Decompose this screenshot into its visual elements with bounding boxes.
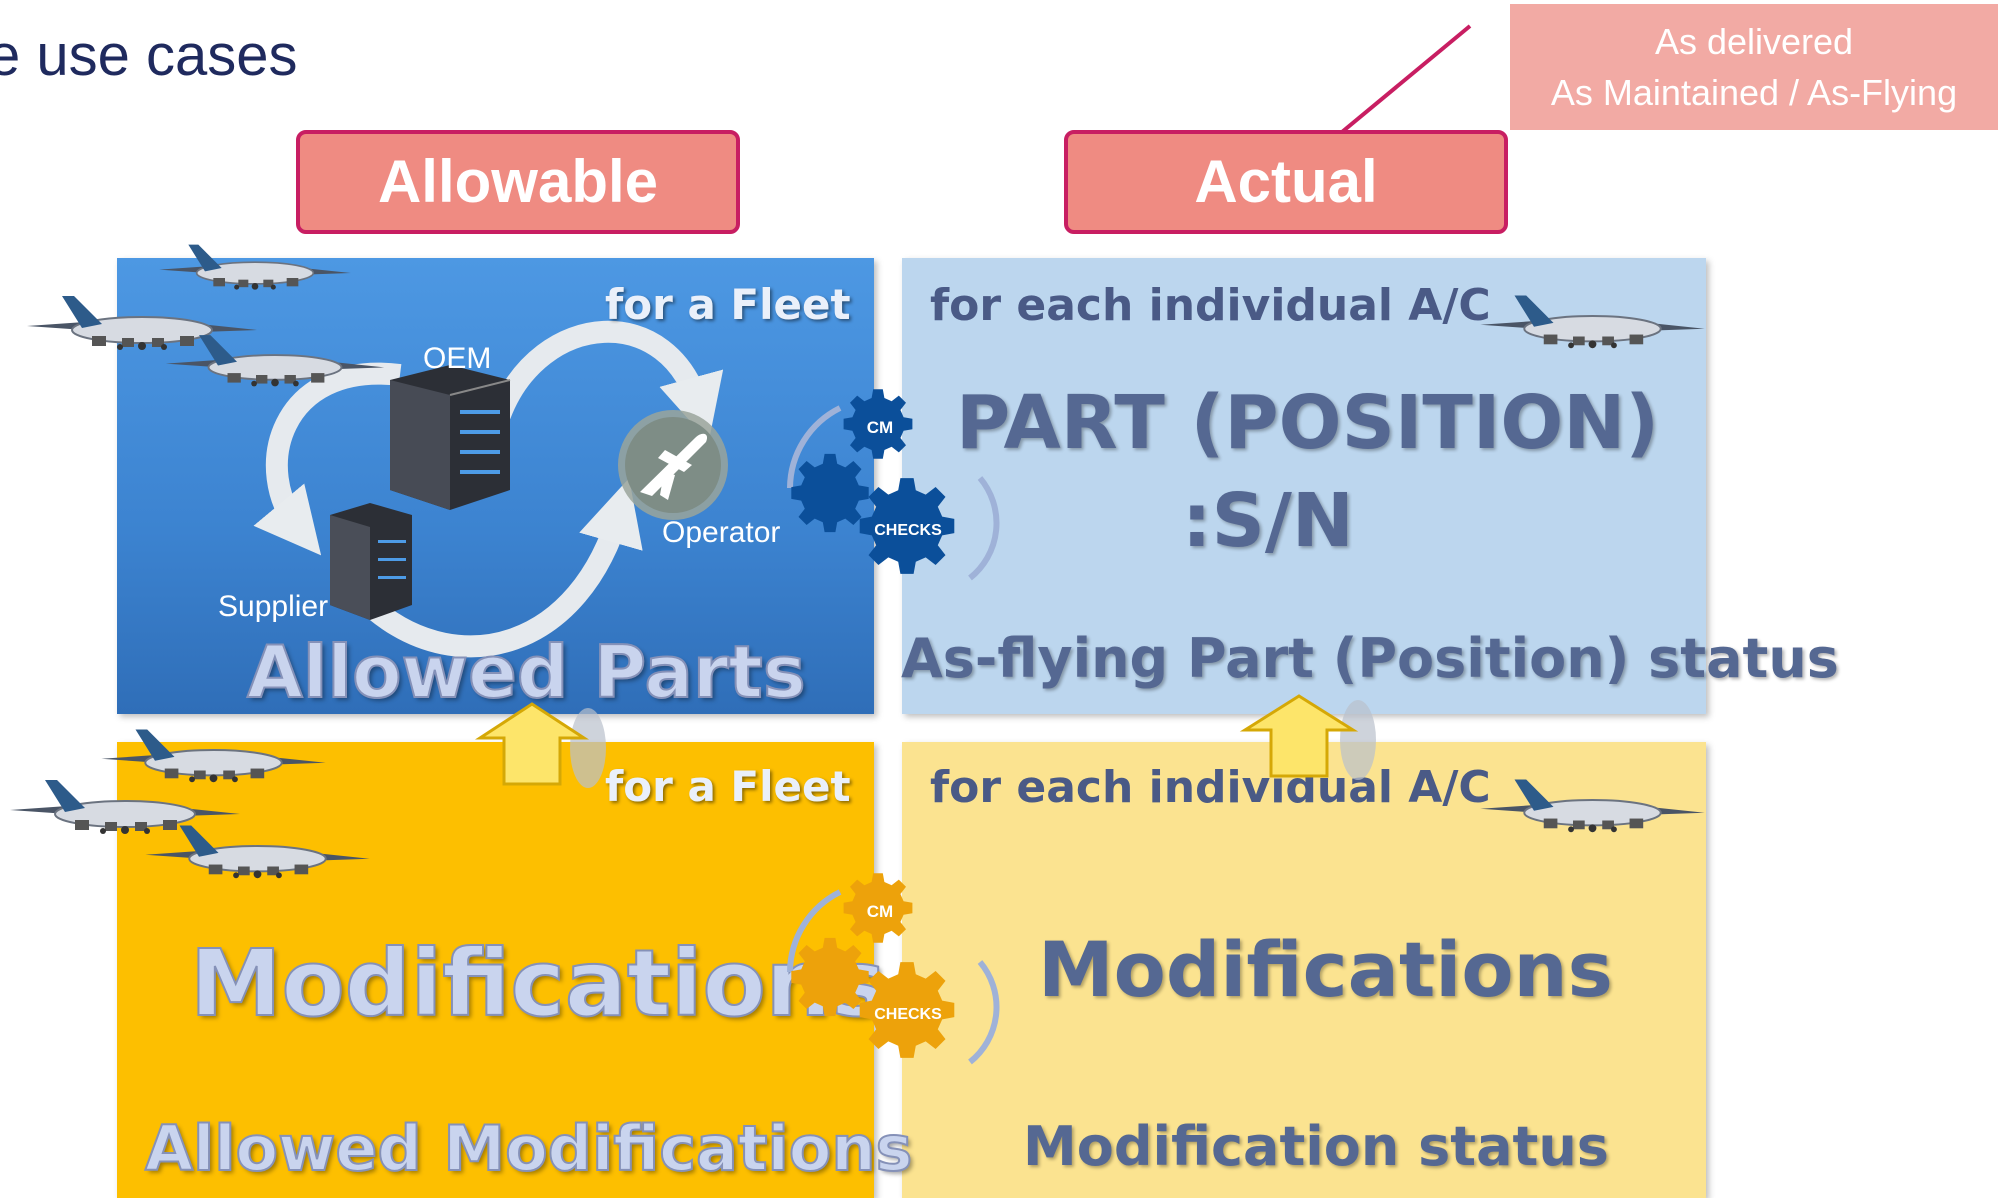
modifications-title: Modifications <box>189 929 887 1038</box>
modification-status-label: Modification status <box>1023 1115 1609 1178</box>
modifications-title: Modifications <box>1038 925 1613 1014</box>
fleet-label: for a Fleet <box>605 762 851 811</box>
airplane-icon <box>144 824 371 880</box>
checks-gear-label: CHECKS <box>874 1006 942 1023</box>
cycle-arrow-oem-supplier <box>253 362 402 556</box>
process-gears-orange: CM CHECKS <box>787 873 1000 1065</box>
part-position-title: PART (POSITION) <box>956 380 1660 466</box>
individual-aircraft-label: for each individual A/C <box>930 280 1491 331</box>
allowed-parts-title: Allowed Parts <box>246 629 807 715</box>
process-gears-blue: CM CHECKS <box>787 389 1000 581</box>
oem-label: OEM <box>423 342 492 375</box>
supplier-label: Supplier <box>218 590 329 623</box>
gear-icon <box>791 937 869 1017</box>
operator-label: Operator <box>662 516 781 549</box>
note-box: As delivered As Maintained / As-Flying <box>1510 4 1998 130</box>
actual-header: Actual <box>1064 130 1508 234</box>
allowed-modifications-panel <box>117 742 874 1198</box>
airplane-icon <box>618 410 728 520</box>
checks-gear-label: CHECKS <box>874 522 942 539</box>
airplane-icon <box>164 334 386 388</box>
cm-gear-label: CM <box>867 902 893 921</box>
individual-aircraft-label: for each individual A/C <box>930 762 1491 813</box>
supply-cycle-diagram <box>253 320 728 658</box>
up-arrow-icon <box>1239 694 1376 780</box>
as-flying-status-label: As-flying Part (Position) status <box>901 627 1839 690</box>
fleet-label: for a Fleet <box>605 280 851 329</box>
allowed-modifications-title: Allowed Modifications <box>144 1111 913 1186</box>
allowable-header: Allowable <box>296 130 740 234</box>
gear-icon <box>791 453 869 533</box>
note-line-2: As Maintained / As-Flying <box>1550 72 1958 113</box>
up-arrow-icon <box>474 702 606 788</box>
supplier-server-icon <box>330 503 412 620</box>
serial-number-title: :S/N <box>1182 478 1354 564</box>
note-line-1: As delivered <box>1654 21 1854 62</box>
page-title: e use cases <box>0 23 298 88</box>
airplane-icon <box>1479 778 1706 834</box>
oem-server-icon <box>390 365 511 510</box>
cycle-arrow-supplier-operator <box>368 478 643 658</box>
airplane-icon <box>1479 294 1706 350</box>
cycle-arrow-oem-operator <box>489 320 724 442</box>
cm-gear-label: CM <box>867 418 893 437</box>
note-connector-line <box>1340 24 1472 134</box>
